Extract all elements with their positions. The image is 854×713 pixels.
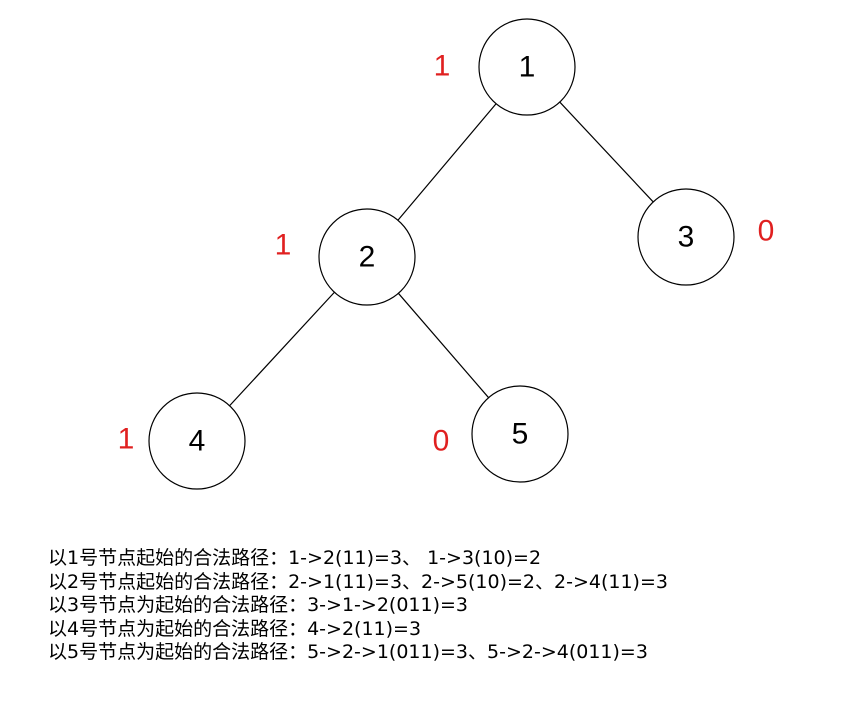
path-line-node-3: 以3号节点为起始的合法路径：3->1->2(011)=3 <box>48 594 469 616</box>
node-circle-2 <box>318 208 416 306</box>
node-circle-3 <box>637 188 735 286</box>
node-circle-1 <box>478 18 576 116</box>
node-bit-label-3: 0 <box>758 215 775 248</box>
edge-2-4 <box>229 291 335 407</box>
path-line-node-5: 以5号节点为起始的合法路径：5->2->1(011)=3、5->2->4(011… <box>48 641 648 663</box>
node-label-1: 1 <box>519 51 536 84</box>
path-line-node-4: 以4号节点为起始的合法路径：4->2(11)=3 <box>48 617 422 640</box>
path-line-node-1: 以1号节点起始的合法路径：1->2(11)=3、 1->3(10)=2 <box>48 547 542 569</box>
node-bit-label-4: 1 <box>118 423 135 456</box>
legal-path-list: 以1号节点起始的合法路径：1->2(11)=3、 1->3(10)=2 以2号节… <box>48 547 668 665</box>
edges-layer <box>229 101 654 407</box>
edge-1-3 <box>559 101 654 203</box>
node-label-2: 2 <box>359 241 376 274</box>
node-bit-label-5: 0 <box>433 425 450 458</box>
tree-node-1: 11 <box>434 18 576 116</box>
tree-node-4: 41 <box>118 392 246 490</box>
node-bit-label-2: 1 <box>275 229 292 262</box>
path-line-node-2: 以2号节点起始的合法路径：2->1(11)=3、2->5(10)=2、2->4(… <box>48 570 668 593</box>
node-bit-label-1: 1 <box>434 50 451 83</box>
node-label-4: 4 <box>189 425 206 458</box>
edge-2-5 <box>397 292 490 399</box>
tree-node-5: 50 <box>433 385 569 483</box>
node-label-3: 3 <box>678 221 695 254</box>
tree-node-2: 21 <box>275 208 416 306</box>
node-circle-5 <box>471 385 569 483</box>
node-circle-4 <box>148 392 246 490</box>
node-label-5: 5 <box>512 418 529 451</box>
edge-1-2 <box>397 103 497 221</box>
